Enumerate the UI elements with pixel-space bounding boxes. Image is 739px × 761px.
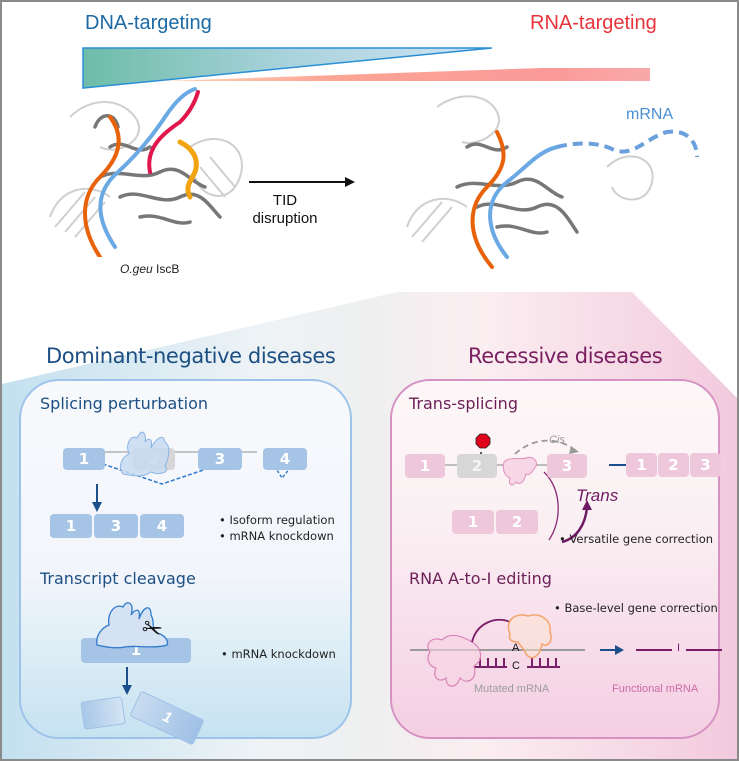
product-exon-1: 1 [626,453,657,477]
iscb-rna-structure [406,95,699,269]
editing-diagram [410,614,722,687]
cleaved-fragment-left [80,696,126,730]
exon-4: 4 [263,448,307,470]
iscb-trans-protein [502,457,537,486]
dominant-negative-panel [19,379,352,739]
mrna-label: mRNA [626,106,674,123]
iscb-dna-structure [49,87,243,257]
cis-dashed-arrow [514,439,576,455]
cis-label: Cis [549,434,565,446]
mature-exon-4: 4 [140,514,184,538]
inosine-label: I [677,642,681,654]
guide-rna-strand-blue-2 [488,145,559,259]
dna-wedge-outline [82,47,493,89]
target-dna-strand-orange [83,115,121,257]
species-label: O.geu IscB [120,262,180,276]
exon-3: 3 [198,448,242,470]
exon-1: 1 [63,448,105,470]
bullet-isoform-regulation: • Isoform regulation [219,513,335,527]
mutated-mrna-label: Mutated mRNA [474,683,550,695]
recessive-title: Recessive diseases [468,344,663,368]
product-exon-3: 3 [690,453,721,477]
trans-arrow [561,507,589,544]
iscb-cleavage-protein [96,602,169,649]
base-a-label: A [512,642,520,654]
targeting-gradient-bars [82,47,650,89]
down-arrow-head [92,502,102,512]
rna-targeting-wedge [162,68,650,81]
donor-exon-2: 2 [496,510,538,534]
cleavage-down-arrow [122,667,132,695]
trans-label: Trans [576,486,619,505]
product-exon-2: 2 [658,453,689,477]
bullet-versatile-correction: • Versatile gene correction [559,532,714,546]
dominant-negative-title: Dominant-negative diseases [46,344,336,368]
trans-splicing-title: Trans-splicing [409,394,518,413]
functional-mrna-label: Functional mRNA [612,683,699,695]
bullet-base-level-correction: • Base-level gene correction [554,601,718,615]
mature-exon-3: 3 [94,514,138,538]
tid-disruption-arrow [249,177,355,187]
tid-domain-yellow [177,139,199,200]
iscb-editing-protein [427,634,482,687]
rna-targeting-label: RNA-targeting [530,12,657,34]
guide-rna-strand-blue [98,87,197,249]
base-c-label: C [512,660,520,672]
mrna-dashed-strand [556,129,699,158]
target-dna-strand-orange-2 [470,130,506,269]
donor-exon-1: 1 [452,510,494,534]
iscb-protein-blob [120,431,170,477]
ts-exon-1: 1 [405,454,445,478]
stop-sign-icon [475,433,491,449]
tid-disruption-label: TID disruption [252,192,318,227]
deaminase-protein [507,614,552,659]
transcript-cleavage-title: Transcript cleavage [40,569,196,588]
linker-arc [471,618,511,643]
trans-guide-curve [543,471,559,541]
non-target-strand-red [147,90,200,174]
ts-exon-3: 3 [547,454,587,478]
mature-exon-1: 1 [50,514,92,538]
rna-editing-title: RNA A-to-I editing [409,569,552,588]
splicing-perturbation-title: Splicing perturbation [40,394,209,413]
bullet-mrna-knockdown-1: • mRNA knockdown [219,529,334,543]
bullet-mrna-knockdown-2: • mRNA knockdown [221,647,336,661]
dna-targeting-label: DNA-targeting [85,12,212,34]
ts-exon-2-mutant: 2 [457,454,497,478]
